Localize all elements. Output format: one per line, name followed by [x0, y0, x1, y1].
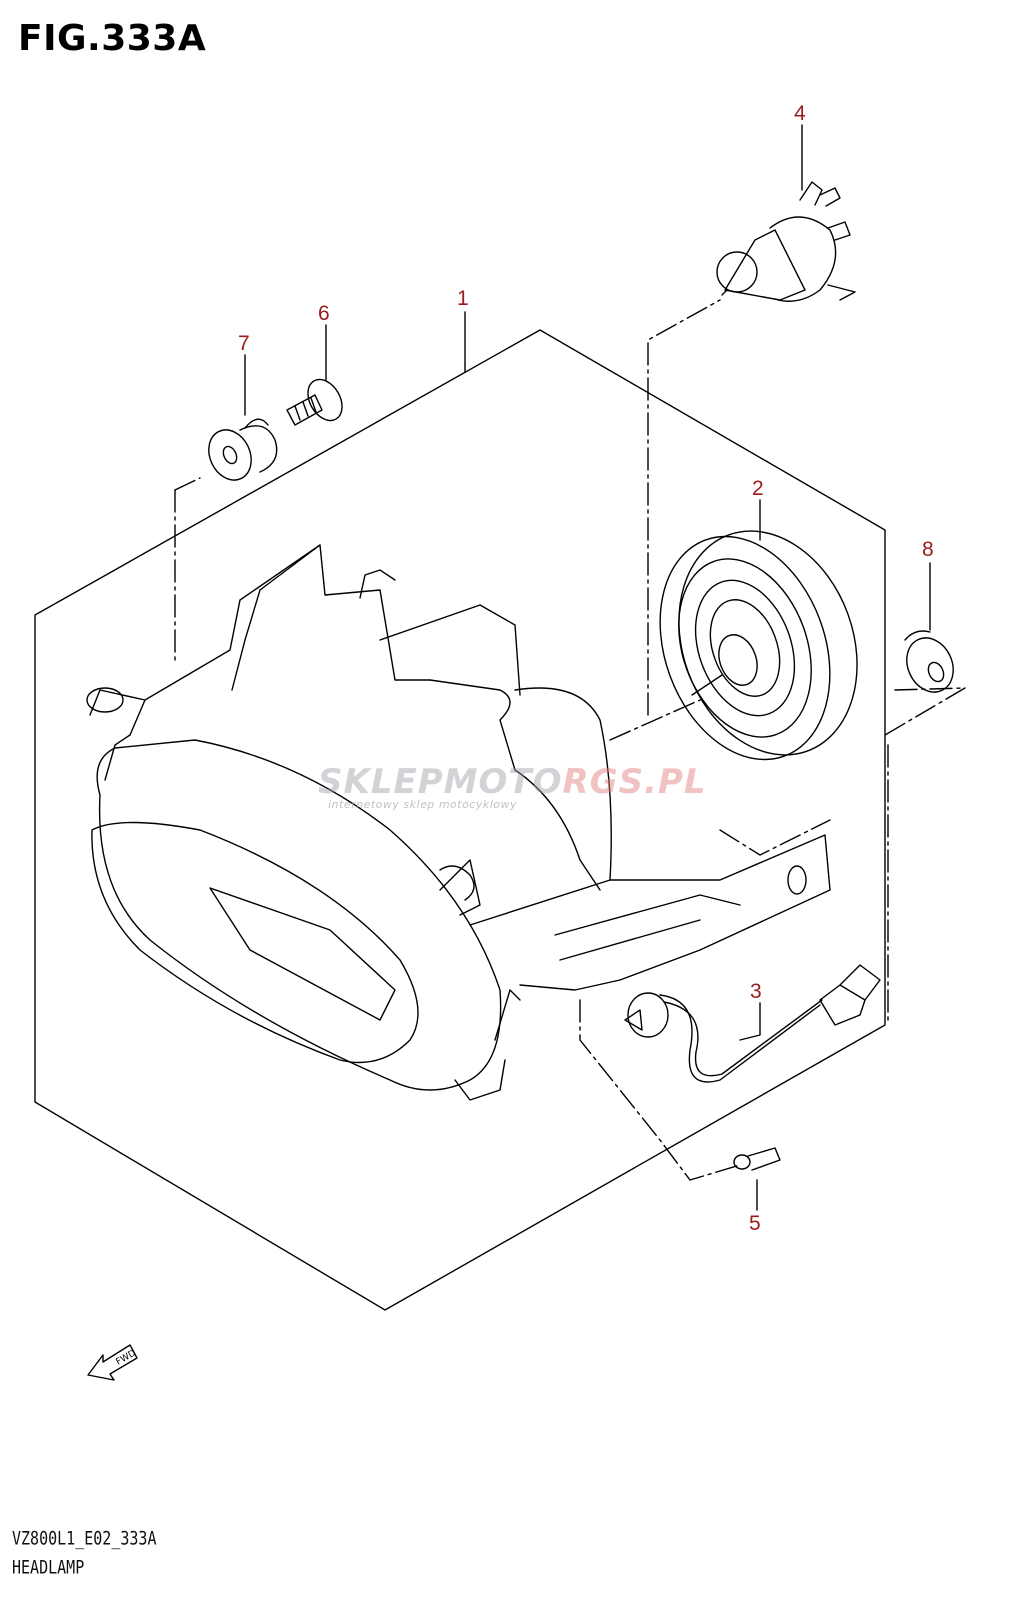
callout-4: 4 — [794, 102, 806, 125]
part-8-grommet — [904, 630, 954, 693]
figure-caption: HEADLAMP — [12, 1556, 85, 1579]
callout-5: 5 — [749, 1212, 761, 1235]
callout-7: 7 — [238, 332, 250, 355]
assembly-guide-lines — [174, 299, 966, 1181]
watermark: SKLEPMOTORGS.PL internetowy sklep motocy… — [318, 762, 707, 811]
watermark-tagline: internetowy sklep motocyklowy — [328, 798, 518, 811]
part-4-headlamp-bulb — [716, 181, 856, 302]
figure-code: VZ800L1_E02_333A — [12, 1527, 157, 1550]
part-2-socket-cover — [659, 530, 858, 761]
callout-1: 1 — [457, 287, 469, 310]
figure-title: FIG.333A — [18, 18, 207, 59]
part-5-position-bulb — [733, 1147, 781, 1171]
part-6-screw — [286, 378, 343, 426]
callout-6: 6 — [318, 302, 330, 325]
callout-2: 2 — [752, 477, 764, 500]
fwd-arrow-icon — [87, 1344, 138, 1381]
callout-8: 8 — [922, 538, 934, 561]
watermark-brand-part2: RGS.PL — [562, 762, 707, 802]
watermark-brand-part1: SKLEPMOTO — [318, 762, 563, 802]
callout-3: 3 — [750, 980, 762, 1003]
watermark-brand: SKLEPMOTORGS.PL — [318, 762, 707, 802]
assembly-outline — [34, 329, 886, 1311]
part-3-position-lamp-harness — [624, 964, 881, 1083]
leader-line-3 — [739, 1002, 761, 1041]
part-1-headlamp-housing — [86, 544, 831, 1101]
part-7-grommet — [208, 418, 278, 481]
